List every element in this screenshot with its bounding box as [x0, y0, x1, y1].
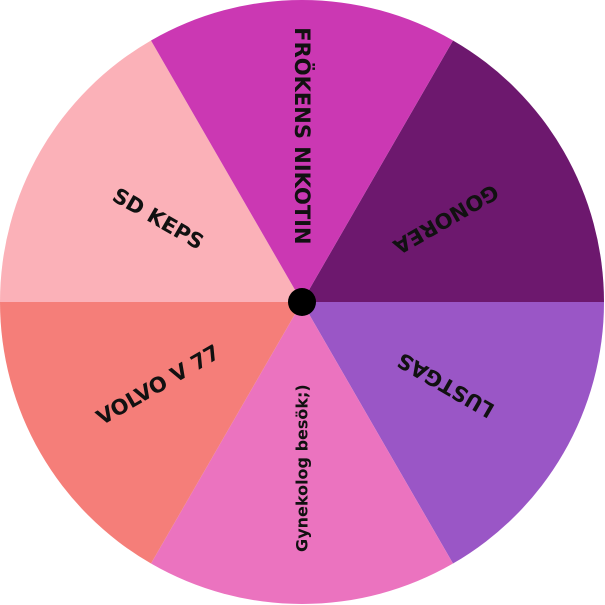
wheel-segment-5[interactable]: [0, 40, 302, 302]
wheel-segment-1[interactable]: [302, 40, 604, 303]
wheel-segment-4[interactable]: [0, 302, 302, 564]
wheel-segment-3[interactable]: [151, 302, 453, 605]
wheel-hub: [288, 288, 316, 316]
wheel-segment-6[interactable]: [151, 0, 453, 302]
wheel-segment-label-6: FRÖKENS NIKOTIN: [290, 27, 315, 244]
wheel-segment-2[interactable]: [302, 302, 604, 564]
wheel-segment-label-3: Gynekolog besök;): [293, 384, 312, 552]
